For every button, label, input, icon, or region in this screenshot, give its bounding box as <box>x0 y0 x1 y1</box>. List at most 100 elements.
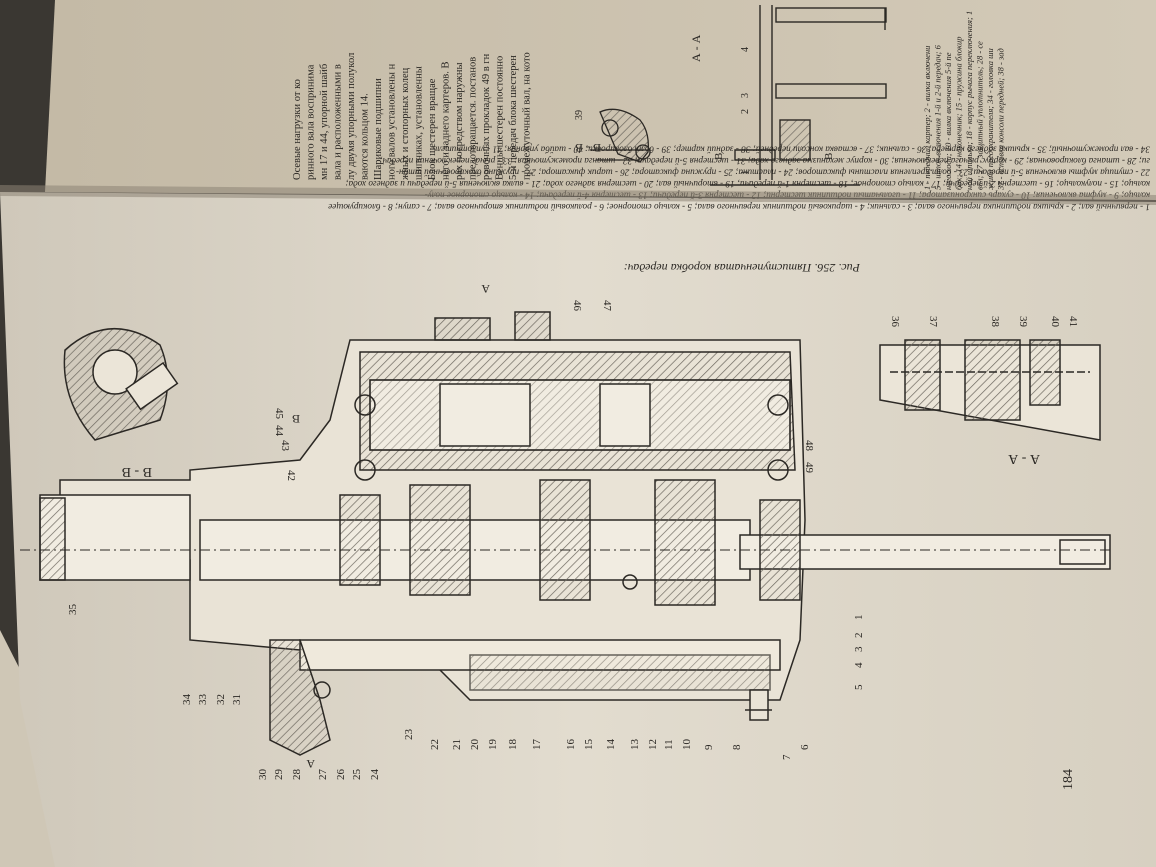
callout-16: 16 <box>565 739 577 751</box>
callout-24: 24 <box>369 769 381 781</box>
callout-22: 22 <box>429 739 441 750</box>
section-mark-a-top: А <box>481 282 490 296</box>
inset-aa-label: А - А <box>1007 451 1040 466</box>
callout-1: 1 <box>853 615 865 621</box>
callouts-right: 1234567891011121314151617181920212223242… <box>67 604 865 781</box>
upper-text-line: ринного вала воспринима <box>306 64 317 180</box>
upper-text-line: лу двумя упорными полукол <box>346 53 357 180</box>
upper-text-line: рах посредством наружны <box>454 62 465 180</box>
inset-section-bb <box>63 327 179 441</box>
upper-callout-1: 1 <box>740 170 751 175</box>
upper-legend-line: 1 - передний картер; 2 - вилка включени <box>922 46 932 190</box>
upper-text-line: ровочных прокладок 49 в гн <box>481 53 492 180</box>
callout-42: 42 <box>285 470 297 481</box>
callout-41: 41 <box>1067 316 1079 327</box>
upper-text-line: ного валов установлены н <box>387 63 398 180</box>
callout-37: 37 <box>927 316 939 328</box>
section-mark-b-top: В <box>292 412 300 426</box>
callout-10: 10 <box>681 739 693 751</box>
upper-text-line: 5-й передач блока шестерен <box>508 55 519 180</box>
callout-17: 17 <box>531 739 543 751</box>
upper-text-line: него и заднего картеров. В <box>441 62 452 180</box>
callout-48: 48 <box>803 440 815 452</box>
upper-text-line: шипниках, установленны <box>414 66 425 180</box>
upper-arrow-b-left: В <box>713 153 725 160</box>
upper-text-line: мн 17 и 44, упорной шайб <box>319 64 330 180</box>
page-number: 184 <box>1061 769 1076 790</box>
legend-line: 22 - ступица муфты включения 5-й передач… <box>396 168 1150 178</box>
callout-45: 45 <box>273 408 285 420</box>
callout-2: 2 <box>853 633 865 639</box>
upper-section-aa-drawing <box>710 5 887 186</box>
callout-6: 6 <box>799 744 811 750</box>
callout-33: 33 <box>197 694 209 706</box>
upper-section-aa-label: А - А <box>689 34 703 62</box>
legend-line: кольцо; 15 - полукольцо; 16 - шестерня 2… <box>345 179 1150 189</box>
upper-text-line: предотвращается. постанов <box>468 57 479 180</box>
callout-15: 15 <box>583 739 595 751</box>
callout-29: 29 <box>273 769 285 781</box>
lower-page: 1 - первичный вал; 2 - крышка подшипника… <box>0 145 1156 867</box>
callout-9: 9 <box>703 744 715 750</box>
callout-7: 7 <box>781 754 793 760</box>
callout-11: 11 <box>663 739 675 750</box>
figure-caption: Рис. 256. Пятиступенчатая коробка переда… <box>624 261 861 275</box>
callout-14: 14 <box>605 739 617 751</box>
upper-legend-line: него хода; 10 - вилка включения 5-й пе <box>943 52 953 190</box>
legend-line: 34 - вал промежуточный; 35 - крышка задн… <box>433 145 1151 155</box>
callout-13: 13 <box>629 739 641 751</box>
callout-39: 39 <box>1017 316 1029 328</box>
legend-line: 1 - первичный вал; 2 - крышка подшипника… <box>328 202 1150 212</box>
upper-legend-line: бок; 14 - наконечник; 15 - пружина блоки… <box>954 36 964 190</box>
callout-44: 44 <box>273 425 285 437</box>
upper-callout-4: 4 <box>740 47 751 52</box>
callout-21: 21 <box>451 739 463 750</box>
upper-legend-line: 5 - шток включения 1-й и 2-й передач; 6 <box>933 44 943 190</box>
callouts-top: 36 37 38 39 40 41 42 43 44 45 46 47 48 49 <box>273 300 1079 481</box>
upper-text-line: жных и стопорных колец <box>400 67 411 181</box>
callout-38: 38 <box>989 316 1001 328</box>
callout-30: 30 <box>257 769 269 781</box>
upper-text-line: промежуточный вал, на кото <box>522 52 533 180</box>
callout-46: 46 <box>571 300 583 312</box>
legend-line: ги; 28 - штанга блокировочная; 29 - корп… <box>380 156 1150 166</box>
callout-32: 32 <box>215 694 227 705</box>
upper-section-bb-drawing <box>590 108 651 163</box>
upper-section-bb-label: В - В <box>575 141 601 155</box>
callout-40: 40 <box>1049 316 1061 328</box>
upper-text-line: Блок шестерен вращае <box>427 78 438 180</box>
upper-legend-line: жина предохранителя; 34 - головка ши <box>985 48 995 190</box>
upper-callout-39: 39 <box>574 110 585 120</box>
callout-43: 43 <box>279 440 291 452</box>
inset-section-aa <box>879 339 1101 441</box>
upper-legend-line: 37 - вставка консоли передней; 38 - зад <box>996 47 1006 191</box>
callout-4: 4 <box>853 662 865 668</box>
inset-bb-label: В - В <box>122 464 152 479</box>
callout-26: 26 <box>335 769 347 781</box>
callout-31: 31 <box>231 694 243 705</box>
callout-34: 34 <box>181 694 193 706</box>
upper-text-line: Венцы шестерен постоянно <box>495 56 506 180</box>
callout-8: 8 <box>731 744 743 750</box>
upper-callout-2: 2 <box>740 109 751 114</box>
gearbox-drawing <box>20 311 1111 756</box>
callout-12: 12 <box>647 739 659 750</box>
callout-18: 18 <box>507 739 519 751</box>
callout-20: 20 <box>469 739 481 751</box>
upper-text-line: Осевые нагрузки от ко <box>292 79 303 180</box>
upper-arrow-b-right: В <box>823 153 835 160</box>
upper-text-line: ваются кольцом 14. <box>360 93 371 180</box>
upper-legend-line: вал; 27 - защитный уплотнитель; 28 - се <box>975 41 985 190</box>
callout-35: 35 <box>67 604 79 616</box>
callout-36: 36 <box>889 316 901 328</box>
callout-23: 23 <box>403 729 415 741</box>
upper-text-line: Шариковые подшипни <box>373 78 384 180</box>
upper-callout-3: 3 <box>740 93 751 98</box>
callout-47: 47 <box>601 300 613 312</box>
callout-5: 5 <box>853 684 865 690</box>
callout-49: 49 <box>803 462 815 474</box>
